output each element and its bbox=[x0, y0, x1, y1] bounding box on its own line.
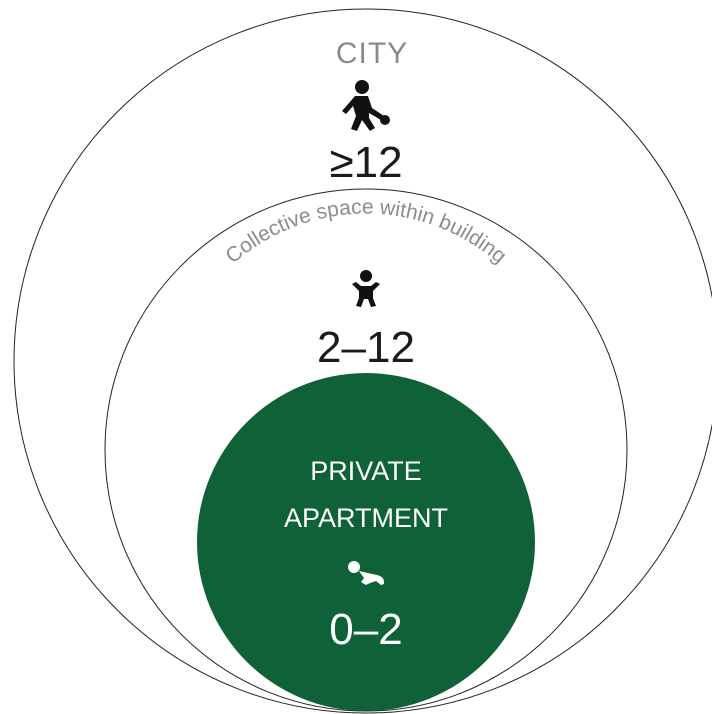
apartment-label-line2: APARTMENT bbox=[284, 503, 448, 533]
child-kicking-ball-icon bbox=[342, 80, 390, 131]
building-label-path: Collective space within building bbox=[221, 196, 510, 269]
apartment-age-range: 0–2 bbox=[329, 605, 402, 654]
apartment-label-line1: PRIVATE bbox=[310, 456, 422, 486]
city-label: CITY bbox=[336, 37, 408, 70]
city-age-range: ≥12 bbox=[329, 138, 402, 187]
building-label: Collective space within building bbox=[221, 196, 510, 269]
toddler-icon bbox=[352, 270, 380, 307]
city-circle bbox=[13, 8, 712, 714]
building-age-range: 2–12 bbox=[317, 323, 415, 372]
apartment-circle bbox=[197, 373, 535, 711]
crawling-baby-icon bbox=[348, 561, 385, 585]
